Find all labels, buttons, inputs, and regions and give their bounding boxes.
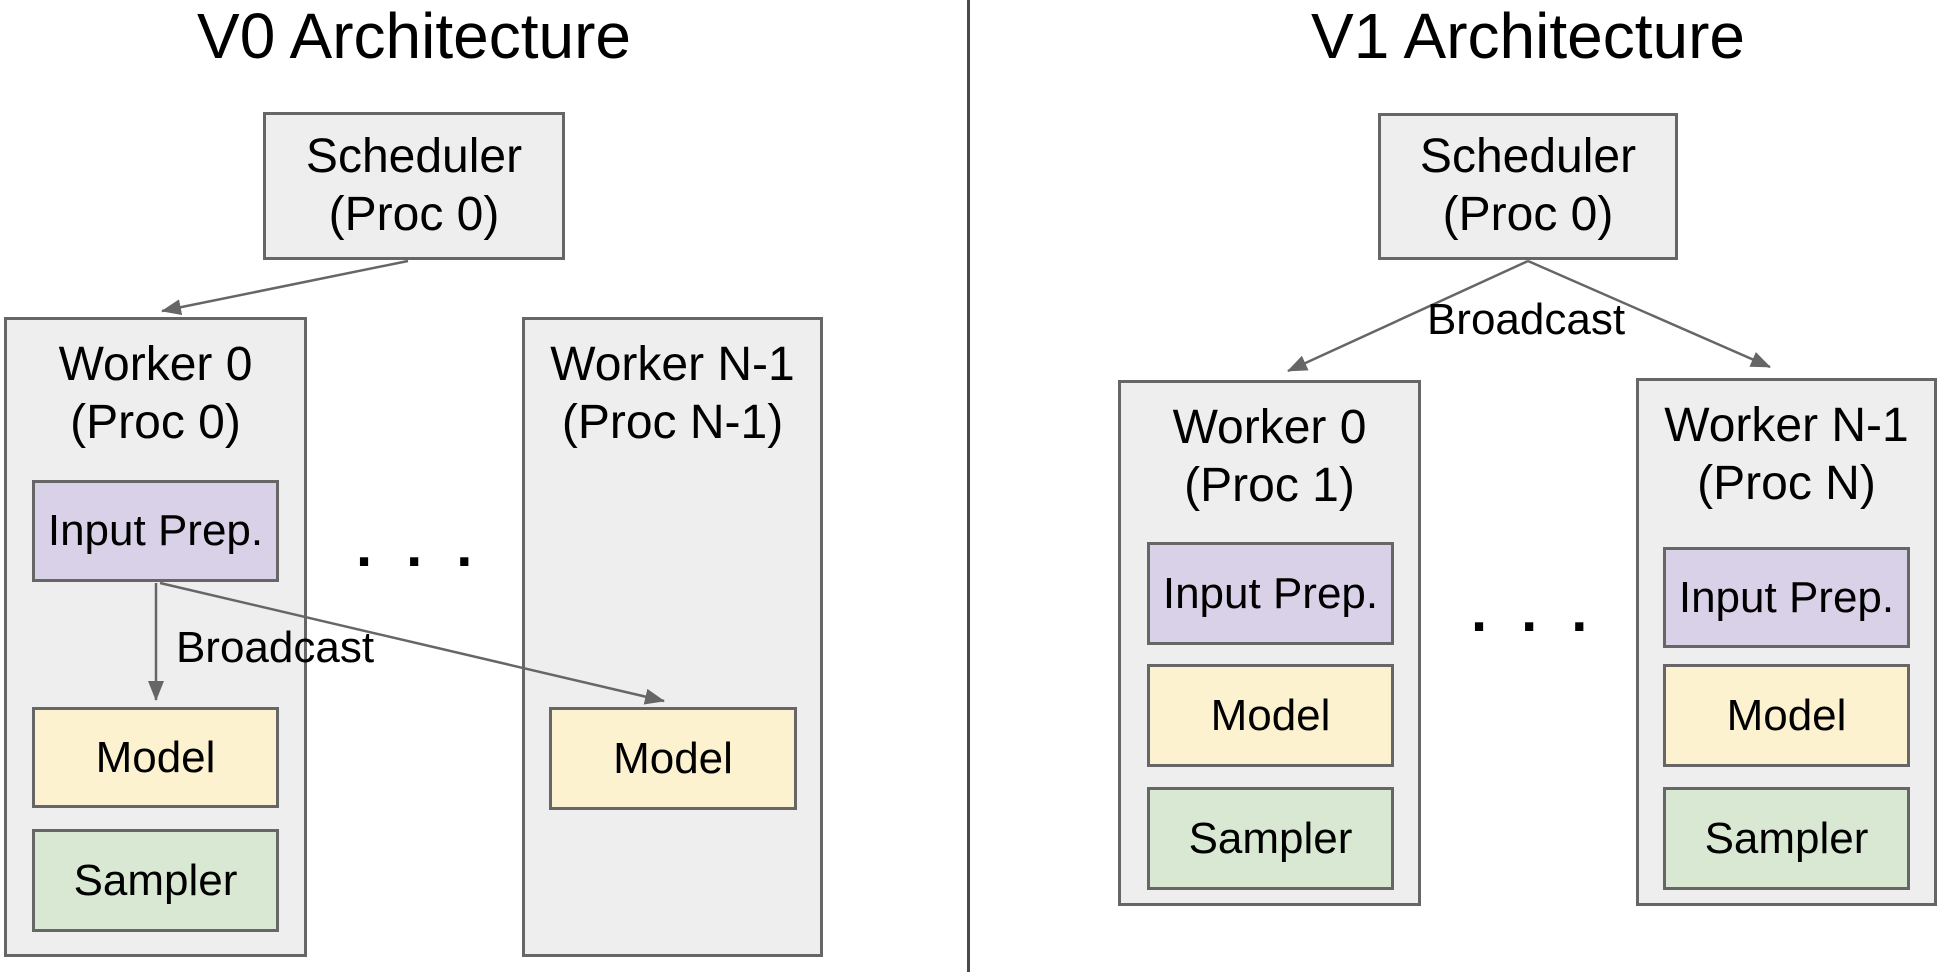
v1-worker0-sampler-box: Sampler [1147, 787, 1394, 890]
v0-workerN-proc: (Proc N-1) [561, 396, 784, 449]
v1-workers-ellipsis: ... [1471, 579, 1622, 644]
v1-worker0-box: Worker 0 (Proc 1) Input Prep. Model Samp… [1118, 380, 1421, 906]
v0-scheduler-proc: (Proc 0) [328, 188, 500, 241]
v1-worker0-header: Worker 0 (Proc 1) [1121, 383, 1418, 515]
v1-workerN-input-prep-box: Input Prep. [1663, 547, 1910, 648]
v1-scheduler-name: Scheduler [1419, 130, 1637, 183]
v0-workerN-name: Worker N-1 [550, 338, 795, 391]
v0-scheduler-name: Scheduler [305, 130, 523, 183]
v0-scheduler-to-worker0-arrow [161, 259, 409, 316]
v1-worker0-proc: (Proc 1) [1184, 459, 1355, 512]
v0-panel-title: V0 Architecture [197, 0, 631, 72]
v0-worker0-input-prep-box: Input Prep. [32, 480, 279, 582]
v0-workerN-header: Worker N-1 (Proc N-1) [525, 320, 820, 452]
v1-worker0-name: Worker 0 [1172, 401, 1367, 454]
v0-worker0-name: Worker 0 [58, 338, 253, 391]
v1-broadcast-label: Broadcast [1426, 295, 1626, 344]
v1-scheduler-proc: (Proc 0) [1442, 188, 1614, 241]
v0-workerN-model-box: Model [549, 707, 797, 810]
v0-scheduler-box: Scheduler (Proc 0) [263, 112, 565, 260]
v0-worker0-sampler-box: Sampler [32, 829, 279, 932]
v1-panel-title: V1 Architecture [1311, 0, 1745, 72]
v1-workerN-proc: (Proc N) [1697, 457, 1876, 510]
v1-workerN-header: Worker N-1 (Proc N) [1639, 381, 1934, 513]
v1-worker0-input-prep-box: Input Prep. [1147, 542, 1394, 645]
panel-divider-line [967, 0, 970, 972]
v0-workerN-box: Worker N-1 (Proc N-1) Model [522, 317, 823, 957]
v1-workerN-box: Worker N-1 (Proc N) Input Prep. Model Sa… [1636, 378, 1937, 906]
v1-worker0-model-box: Model [1147, 664, 1394, 767]
v0-workers-ellipsis: ... [356, 514, 507, 579]
v0-worker0-header: Worker 0 (Proc 0) [7, 320, 304, 452]
v1-scheduler-box: Scheduler (Proc 0) [1378, 113, 1678, 260]
v0-broadcast-label: Broadcast [175, 623, 375, 672]
v1-workerN-name: Worker N-1 [1664, 399, 1909, 452]
v1-workerN-sampler-box: Sampler [1663, 787, 1910, 890]
v1-workerN-model-box: Model [1663, 664, 1910, 767]
v0-worker0-proc: (Proc 0) [70, 396, 241, 449]
v0-worker0-model-box: Model [32, 707, 279, 808]
